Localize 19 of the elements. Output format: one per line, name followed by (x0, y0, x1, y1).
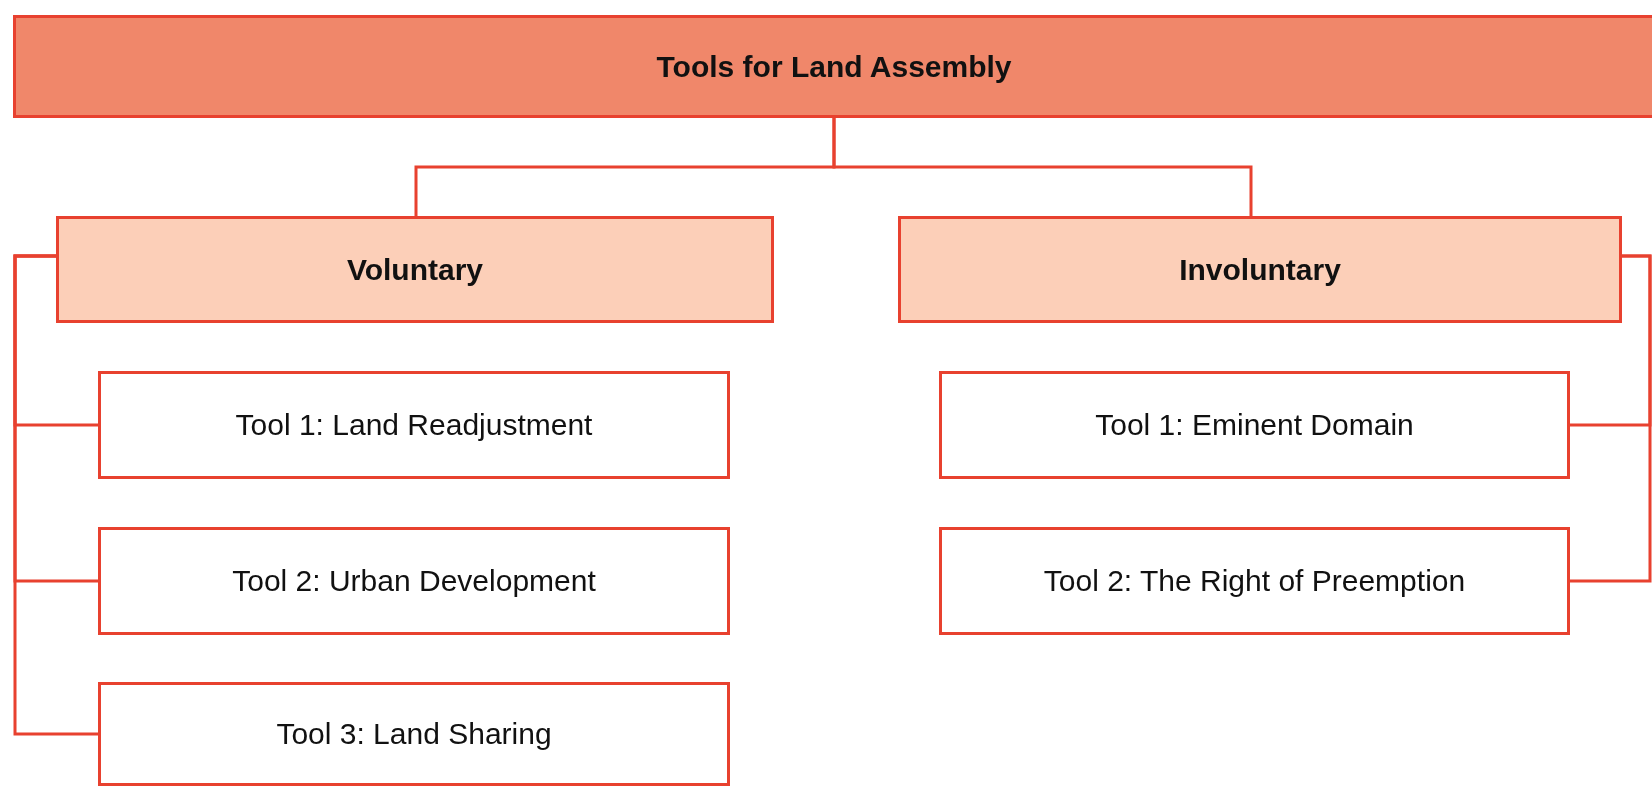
heading-text: Tools for Land Assembly (656, 49, 1012, 84)
tool-box (98, 527, 730, 635)
heading-text: Involuntary (1179, 252, 1341, 287)
tool-label: Tool 1: Eminent Domain (1095, 408, 1414, 442)
heading-text: Voluntary (346, 252, 484, 287)
title-box (13, 15, 1652, 118)
category-box (56, 216, 774, 323)
tool-label: Tool 2: The Right of Preemption (1043, 564, 1466, 598)
connector-line (13, 254, 98, 736)
category-box (898, 216, 1622, 323)
connector-line (1570, 254, 1652, 583)
tool-box (98, 371, 730, 479)
connector-line (832, 118, 1253, 216)
tool-box (98, 682, 730, 786)
tool-label: Tool 2: Urban Development (232, 564, 596, 598)
tool-box (939, 527, 1570, 635)
tool-box (939, 371, 1570, 479)
tool-label: Tool 3: Land Sharing (276, 717, 552, 751)
tool-label: Tool 1: Land Readjustment (235, 408, 593, 442)
